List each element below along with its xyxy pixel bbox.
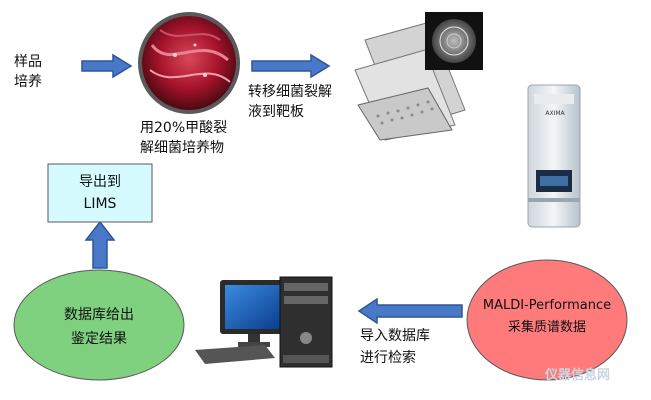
result-ellipse (13, 269, 185, 381)
maldi-instrument-image (527, 84, 581, 228)
arrow-dish-to-plate (251, 53, 331, 79)
arrow-sample-to-dish (81, 53, 133, 79)
arrow-result-to-export (84, 220, 116, 269)
arrow-maldi-to-computer (357, 297, 463, 325)
maldi-ellipse (466, 259, 628, 381)
sample-label: 样品 培养 (14, 54, 42, 90)
instrument-brand: AXIMA (545, 110, 565, 117)
export-label: 导出到 LIMS (79, 174, 121, 212)
search-label: 导入数据库 进行检索 (360, 328, 430, 366)
watermark: 仪器信息网 (545, 368, 611, 383)
petri-dish-image (138, 12, 240, 114)
computer-image (195, 276, 333, 368)
transfer-label: 转移细菌裂解 液到靶板 (248, 84, 332, 120)
maldi-label: MALDI-Performance 采集质谱数据 (482, 298, 612, 335)
export-box (47, 163, 153, 223)
result-label: 数据库给出 鉴定结果 (64, 307, 134, 347)
acid-lysis-label: 用20%甲酸裂 解细菌培养物 (140, 120, 228, 156)
microscope-inset-image (425, 12, 483, 70)
